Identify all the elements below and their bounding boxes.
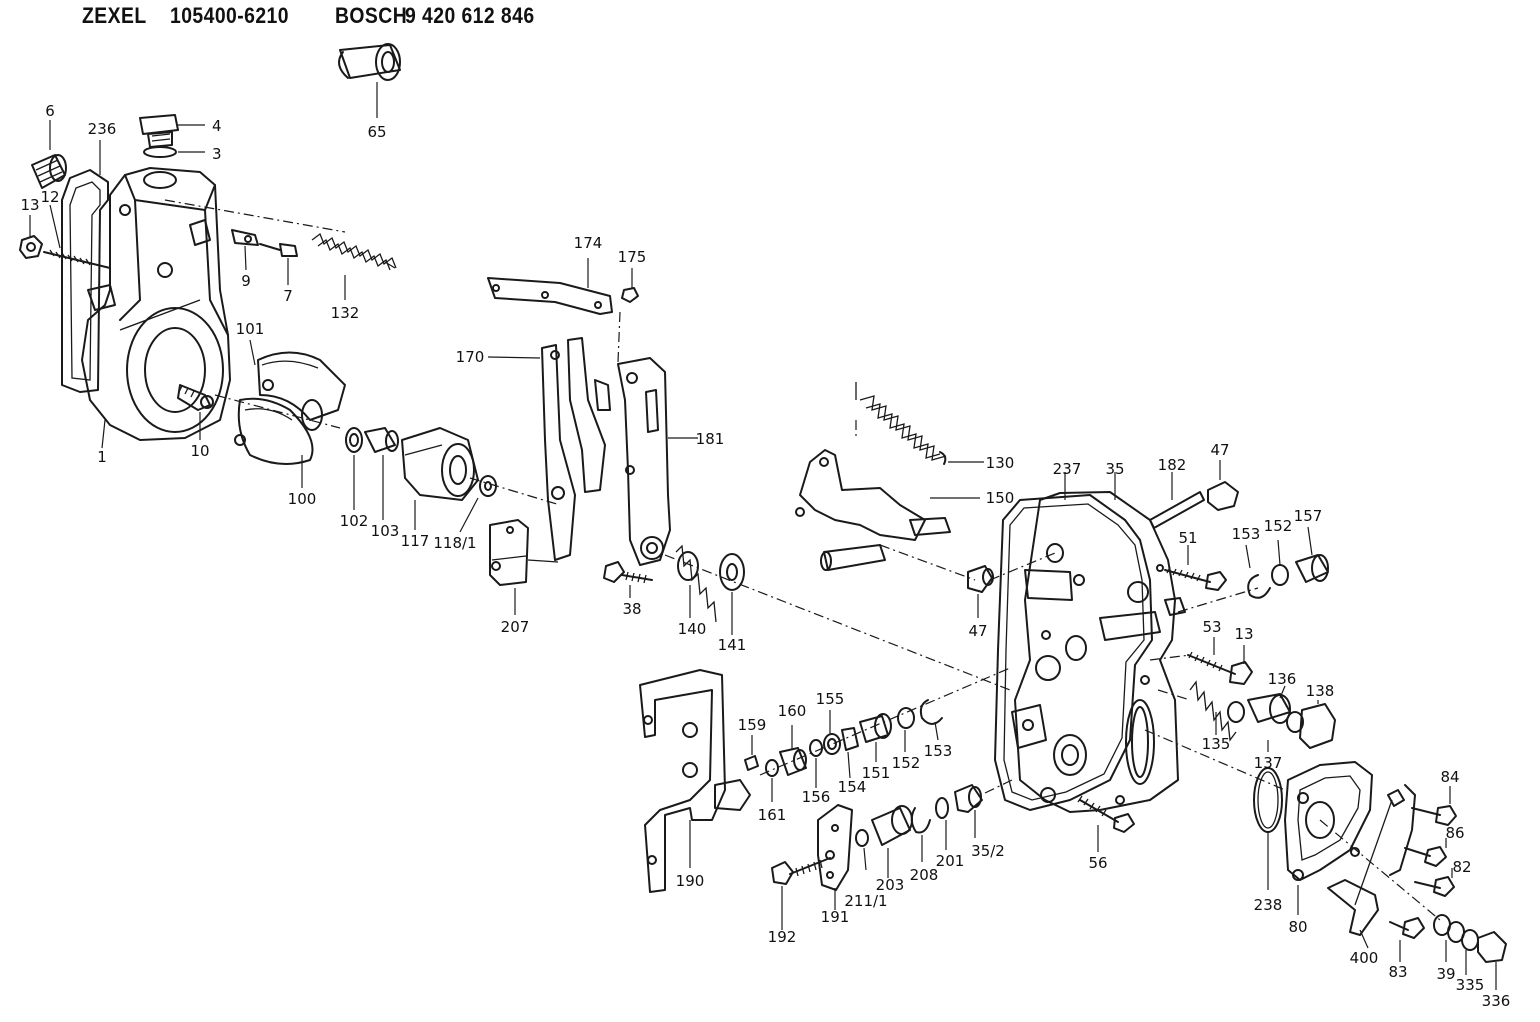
callout-132: 132 bbox=[331, 304, 360, 322]
callout-137: 137 bbox=[1254, 754, 1283, 772]
callout-174: 174 bbox=[574, 234, 603, 252]
callout-157: 157 bbox=[1294, 507, 1323, 525]
callout-47-bottom: 47 bbox=[968, 622, 987, 640]
callout-175: 175 bbox=[618, 248, 647, 266]
callout-170: 170 bbox=[456, 348, 485, 366]
callout-53: 53 bbox=[1202, 618, 1221, 636]
callout-140: 140 bbox=[678, 620, 707, 638]
callout-4: 4 bbox=[212, 117, 222, 135]
control-lever-assembly-drawing bbox=[487, 258, 1011, 691]
header-part-number-2: 9 420 612 846 bbox=[405, 3, 535, 28]
right-housing-drawing bbox=[967, 472, 1186, 852]
callout-237: 237 bbox=[1053, 460, 1082, 478]
callout-400: 400 bbox=[1350, 949, 1379, 967]
callout-335: 335 bbox=[1456, 976, 1485, 994]
header-brand-1: ZEXEL bbox=[82, 3, 147, 28]
cover-assembly-drawing bbox=[1144, 729, 1507, 990]
callout-1: 1 bbox=[97, 448, 107, 466]
callout-117: 117 bbox=[401, 532, 430, 550]
left-housing-drawing bbox=[19, 114, 346, 449]
callout-86: 86 bbox=[1445, 824, 1464, 842]
callout-102: 102 bbox=[340, 512, 369, 530]
callout-153-right: 153 bbox=[1232, 525, 1261, 543]
callout-181: 181 bbox=[696, 430, 725, 448]
callout-161: 161 bbox=[758, 806, 787, 824]
callout-236: 236 bbox=[88, 120, 117, 138]
callout-136: 136 bbox=[1268, 670, 1297, 688]
callout-203: 203 bbox=[876, 876, 905, 894]
callout-208: 208 bbox=[910, 866, 939, 884]
adjuster-assembly-drawing bbox=[771, 779, 1013, 930]
callout-152: 152 bbox=[892, 754, 921, 772]
callout-101: 101 bbox=[236, 320, 265, 338]
lever-screw-spring-drawing bbox=[231, 229, 397, 300]
callout-9: 9 bbox=[241, 272, 251, 290]
callout-39: 39 bbox=[1436, 965, 1455, 983]
callout-7: 7 bbox=[283, 287, 293, 305]
callout-211-1: 211/1 bbox=[844, 892, 887, 910]
callout-130: 130 bbox=[986, 454, 1015, 472]
callout-35-2: 35/2 bbox=[971, 842, 1005, 860]
callout-151: 151 bbox=[862, 764, 891, 782]
callout-13-left: 13 bbox=[20, 196, 39, 214]
right-small-parts-drawing bbox=[1149, 460, 1336, 752]
callout-labels: 65 6 236 4 3 13 12 9 7 132 101 1 10 100 … bbox=[20, 102, 1510, 1010]
callout-65: 65 bbox=[367, 123, 386, 141]
callout-118-1: 118/1 bbox=[433, 534, 476, 552]
header-part-number-1: 105400-6210 bbox=[170, 3, 289, 28]
callout-82: 82 bbox=[1452, 858, 1471, 876]
callout-38: 38 bbox=[622, 600, 641, 618]
callout-6: 6 bbox=[45, 102, 55, 120]
part-65-nut-drawing bbox=[338, 43, 401, 118]
callout-51: 51 bbox=[1178, 529, 1197, 547]
callout-12: 12 bbox=[40, 188, 59, 206]
callout-83: 83 bbox=[1388, 963, 1407, 981]
callout-156: 156 bbox=[802, 788, 831, 806]
bracket-and-shaft-drawing bbox=[639, 667, 1011, 893]
callout-155: 155 bbox=[816, 690, 845, 708]
callout-150: 150 bbox=[986, 489, 1015, 507]
callout-154: 154 bbox=[838, 778, 867, 796]
callout-182: 182 bbox=[1158, 456, 1187, 474]
callout-152-right: 152 bbox=[1264, 517, 1293, 535]
callout-238: 238 bbox=[1254, 896, 1283, 914]
callout-191: 191 bbox=[821, 908, 850, 926]
callout-103: 103 bbox=[371, 522, 400, 540]
callout-141: 141 bbox=[718, 636, 747, 654]
callout-80: 80 bbox=[1288, 918, 1307, 936]
callout-3: 3 bbox=[212, 145, 222, 163]
callout-10: 10 bbox=[190, 442, 209, 460]
callout-135: 135 bbox=[1202, 735, 1231, 753]
callout-190: 190 bbox=[676, 872, 705, 890]
callout-159: 159 bbox=[738, 716, 767, 734]
callout-160: 160 bbox=[778, 702, 807, 720]
callout-192: 192 bbox=[768, 928, 797, 946]
callout-100: 100 bbox=[288, 490, 317, 508]
flyweight-assembly-drawing bbox=[214, 339, 561, 533]
callout-47-top: 47 bbox=[1210, 441, 1229, 459]
callout-201: 201 bbox=[936, 852, 965, 870]
callout-207: 207 bbox=[501, 618, 530, 636]
callout-56: 56 bbox=[1088, 854, 1107, 872]
callout-13-right: 13 bbox=[1234, 625, 1253, 643]
callout-336: 336 bbox=[1482, 992, 1511, 1010]
callout-153: 153 bbox=[924, 742, 953, 760]
governor-lever-drawing bbox=[795, 382, 984, 581]
callout-138: 138 bbox=[1306, 682, 1335, 700]
callout-35: 35 bbox=[1105, 460, 1124, 478]
callout-84: 84 bbox=[1440, 768, 1459, 786]
header-brand-2: BOSCH bbox=[335, 3, 408, 28]
